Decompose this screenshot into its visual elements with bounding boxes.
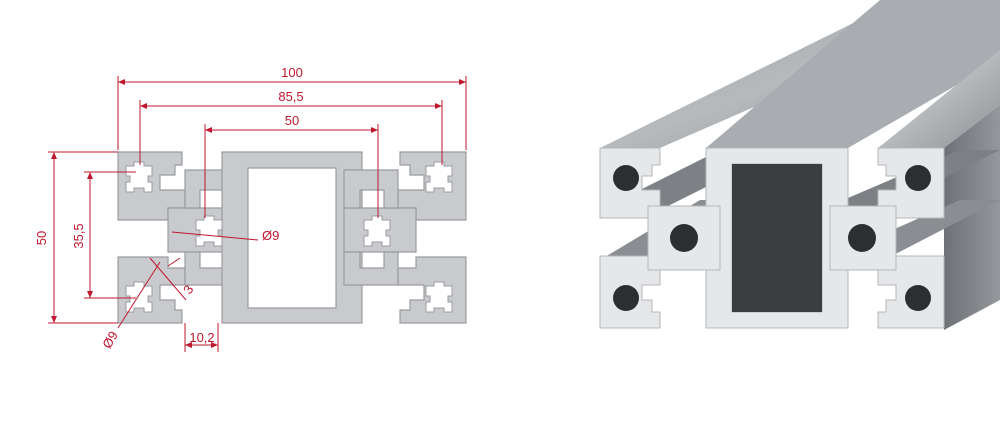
dim-width-slot-inner: 50 [285,113,299,128]
dim-height-slot: 35,5 [71,223,86,248]
extrusion-openings [613,164,931,312]
dim-height-overall: 50 [34,231,49,245]
dim-width-slot-outer: 85,5 [278,89,303,104]
dim-slot-opening: 10,2 [189,330,214,345]
dim-bore-center: Ø9 [262,228,279,243]
dim-width-overall: 100 [281,65,303,80]
dimension-lines [48,76,467,352]
corner-bores [125,161,453,313]
technical-drawing: 100 85,5 50 50 35,5 Ø9 Ø9 10,2 3 [34,65,467,352]
